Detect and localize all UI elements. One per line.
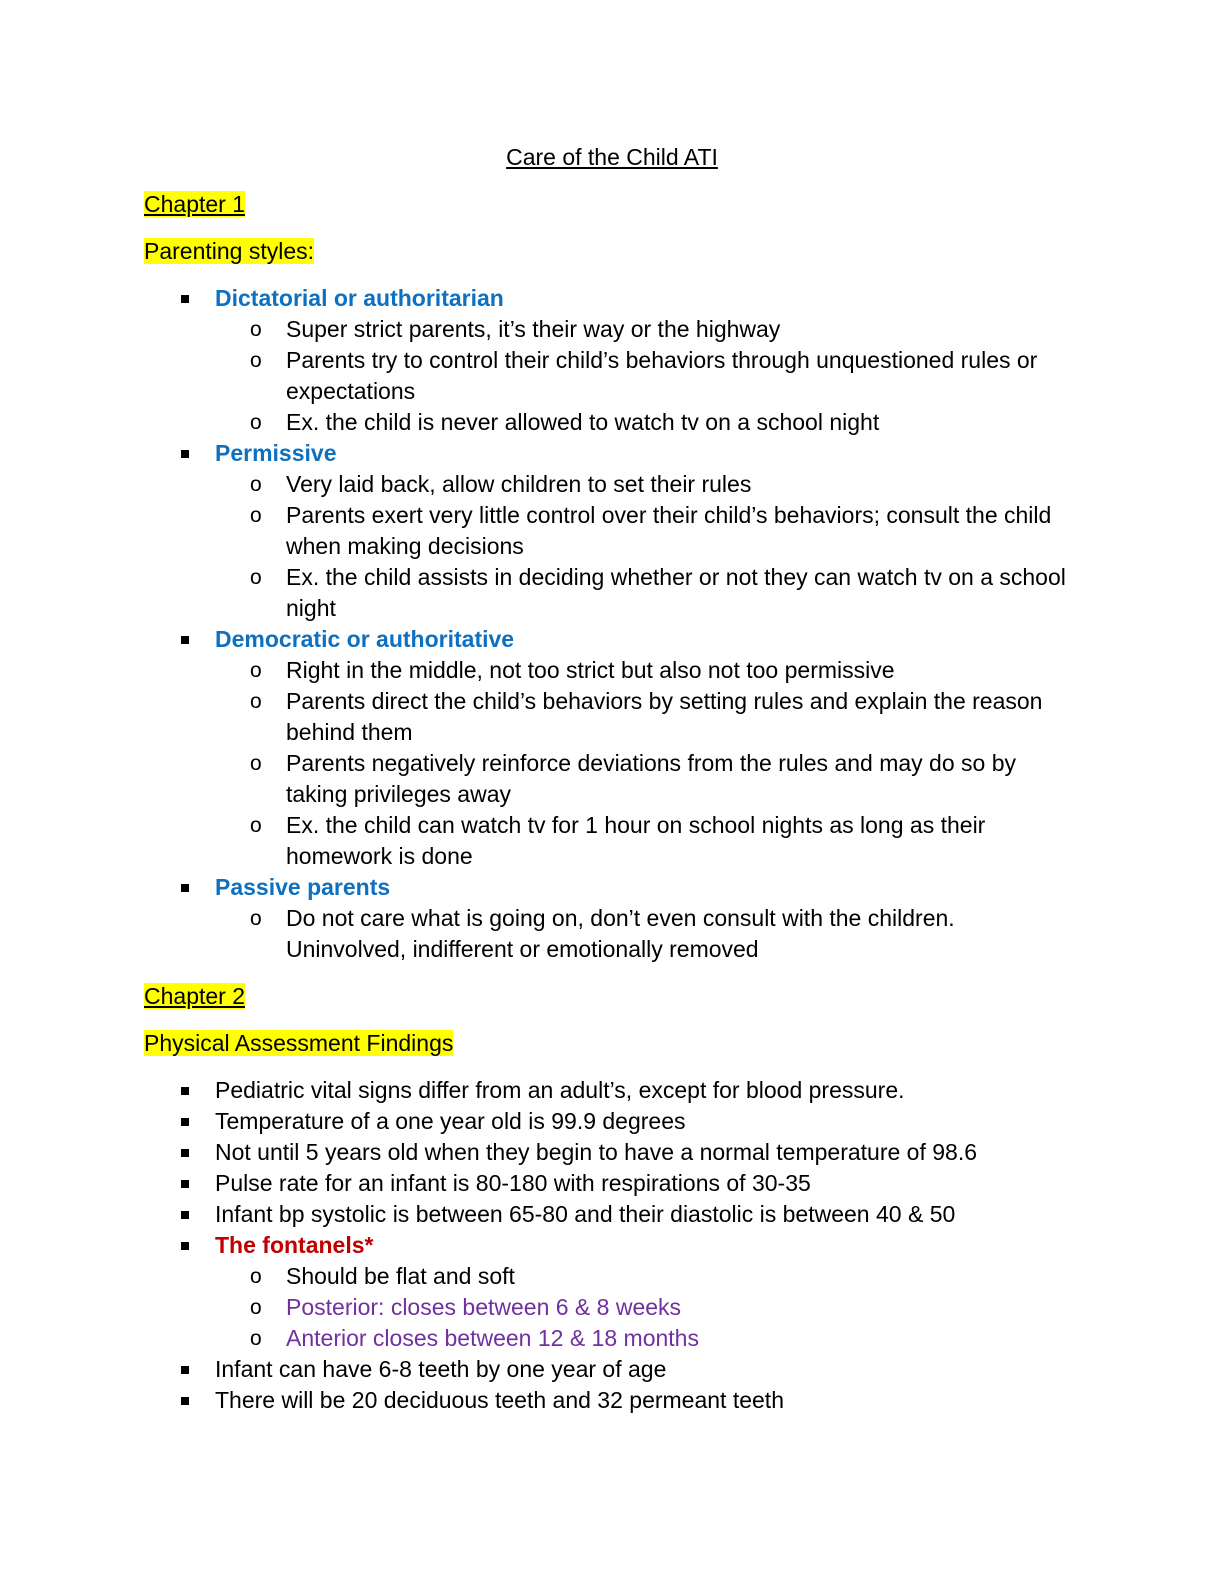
square-bullet-icon (181, 884, 189, 892)
list-item: o Right in the middle, not too strict but… (215, 655, 1080, 686)
list-item-text: Ex. the child assists in deciding whethe… (286, 564, 1066, 621)
circle-bullet-icon: o (250, 907, 262, 930)
square-bullet-icon (181, 295, 189, 303)
list-item-text: Not until 5 years old when they begin to… (215, 1139, 978, 1165)
circle-bullet-icon: o (250, 411, 262, 434)
style-name: Dictatorial or authoritarian (215, 285, 504, 311)
list-item: There will be 20 deciduous teeth and 32 … (144, 1385, 1080, 1416)
circle-bullet-icon: o (250, 659, 262, 682)
list-item-text: Ex. the child can watch tv for 1 hour on… (286, 812, 986, 869)
chapter-1-heading: Chapter 1 (144, 189, 1080, 220)
list-item: Not until 5 years old when they begin to… (144, 1137, 1080, 1168)
list-item-text: There will be 20 deciduous teeth and 32 … (215, 1387, 784, 1413)
square-bullet-icon (181, 1118, 189, 1126)
chapter-2-heading-text: Chapter 2 (144, 983, 246, 1009)
list-item-text: Temperature of a one year old is 99.9 de… (215, 1108, 686, 1134)
physical-assessment-heading-text: Physical Assessment Findings (144, 1030, 454, 1056)
list-item-style-authoritarian: Dictatorial or authoritarian o Super stri… (144, 283, 1080, 438)
list-item-text: Super strict parents, it’s their way or … (286, 316, 781, 342)
list-item: Pulse rate for an infant is 80-180 with … (144, 1168, 1080, 1199)
list-item-text: Infant can have 6-8 teeth by one year of… (215, 1356, 667, 1382)
style-points-list: o Very laid back, allow children to set t… (215, 469, 1080, 624)
list-item-text: Parents negatively reinforce deviations … (286, 750, 1016, 807)
list-item: o Parents negatively reinforce deviations… (215, 748, 1080, 810)
circle-bullet-icon: o (250, 752, 262, 775)
style-name: Passive parents (215, 874, 391, 900)
square-bullet-icon (181, 1180, 189, 1188)
circle-bullet-icon: o (250, 1265, 262, 1288)
circle-bullet-icon: o (250, 690, 262, 713)
list-item-style-authoritative: Democratic or authoritative o Right in th… (144, 624, 1080, 872)
list-item-text: Ex. the child is never allowed to watch … (286, 409, 880, 435)
style-points-list: o Right in the middle, not too strict but… (215, 655, 1080, 872)
square-bullet-icon (181, 1242, 189, 1250)
list-item-style-permissive: Permissive o Very laid back, allow childr… (144, 438, 1080, 624)
list-item: o Ex. the child assists in deciding wheth… (215, 562, 1080, 624)
list-item: o Parents direct the child’s behaviors by… (215, 686, 1080, 748)
square-bullet-icon (181, 1087, 189, 1095)
square-bullet-icon (181, 1366, 189, 1374)
list-item: o Parents try to control their child’s be… (215, 345, 1080, 407)
circle-bullet-icon: o (250, 318, 262, 341)
list-item-text: Parents direct the child’s behaviors by … (286, 688, 1043, 745)
square-bullet-icon (181, 636, 189, 644)
list-item: o Posterior: closes between 6 & 8 weeks (215, 1292, 1080, 1323)
list-item: o Very laid back, allow children to set t… (215, 469, 1080, 500)
list-item-text: Right in the middle, not too strict but … (286, 657, 895, 683)
chapter-1-heading-text: Chapter 1 (144, 191, 246, 217)
list-item: o Ex. the child can watch tv for 1 hour o… (215, 810, 1080, 872)
square-bullet-icon (181, 1397, 189, 1405)
physical-assessment-list: Pediatric vital signs differ from an adu… (144, 1075, 1080, 1416)
list-item: Infant bp systolic is between 65-80 and … (144, 1199, 1080, 1230)
circle-bullet-icon: o (250, 504, 262, 527)
style-points-list: o Super strict parents, it’s their way or… (215, 314, 1080, 438)
list-item: o Parents exert very little control over … (215, 500, 1080, 562)
list-item-text: Very laid back, allow children to set th… (286, 471, 752, 497)
list-item: Infant can have 6-8 teeth by one year of… (144, 1354, 1080, 1385)
list-item-style-passive: Passive parents o Do not care what is goi… (144, 872, 1080, 965)
list-item-text: Pulse rate for an infant is 80-180 with … (215, 1170, 811, 1196)
list-item-text: Infant bp systolic is between 65-80 and … (215, 1201, 956, 1227)
list-item-text: Parents exert very little control over t… (286, 502, 1052, 559)
style-name: Democratic or authoritative (215, 626, 515, 652)
circle-bullet-icon: o (250, 1327, 262, 1350)
list-item: o Should be flat and soft (215, 1261, 1080, 1292)
circle-bullet-icon: o (250, 349, 262, 372)
circle-bullet-icon: o (250, 1296, 262, 1319)
list-item-text: Parents try to control their child’s beh… (286, 347, 1038, 404)
list-item: Temperature of a one year old is 99.9 de… (144, 1106, 1080, 1137)
list-item: o Super strict parents, it’s their way or… (215, 314, 1080, 345)
list-item: o Do not care what is going on, don’t eve… (215, 903, 1080, 965)
style-points-list: o Do not care what is going on, don’t eve… (215, 903, 1080, 965)
list-item-text: Should be flat and soft (286, 1263, 515, 1289)
document-title: Care of the Child ATI (144, 142, 1080, 173)
square-bullet-icon (181, 1149, 189, 1157)
circle-bullet-icon: o (250, 473, 262, 496)
physical-assessment-heading: Physical Assessment Findings (144, 1028, 1080, 1059)
list-item-text: Anterior closes between 12 & 18 months (286, 1325, 699, 1351)
chapter-2-heading: Chapter 2 (144, 981, 1080, 1012)
document-title-text: Care of the Child ATI (506, 144, 718, 170)
list-item-text: Posterior: closes between 6 & 8 weeks (286, 1294, 682, 1320)
style-name: Permissive (215, 440, 337, 466)
document-body: Care of the Child ATI Chapter 1 Parentin… (144, 142, 1080, 1416)
circle-bullet-icon: o (250, 814, 262, 837)
parenting-styles-heading-text: Parenting styles: (144, 238, 315, 264)
circle-bullet-icon: o (250, 566, 262, 589)
square-bullet-icon (181, 450, 189, 458)
list-item-text: Pediatric vital signs differ from an adu… (215, 1077, 905, 1103)
list-item: Pediatric vital signs differ from an adu… (144, 1075, 1080, 1106)
square-bullet-icon (181, 1211, 189, 1219)
list-item: o Anterior closes between 12 & 18 months (215, 1323, 1080, 1354)
list-item-text: Do not care what is going on, don’t even… (286, 905, 955, 962)
parenting-styles-heading: Parenting styles: (144, 236, 1080, 267)
fontanels-heading: The fontanels* (215, 1232, 374, 1258)
parenting-styles-list: Dictatorial or authoritarian o Super stri… (144, 283, 1080, 965)
list-item: o Ex. the child is never allowed to watch… (215, 407, 1080, 438)
